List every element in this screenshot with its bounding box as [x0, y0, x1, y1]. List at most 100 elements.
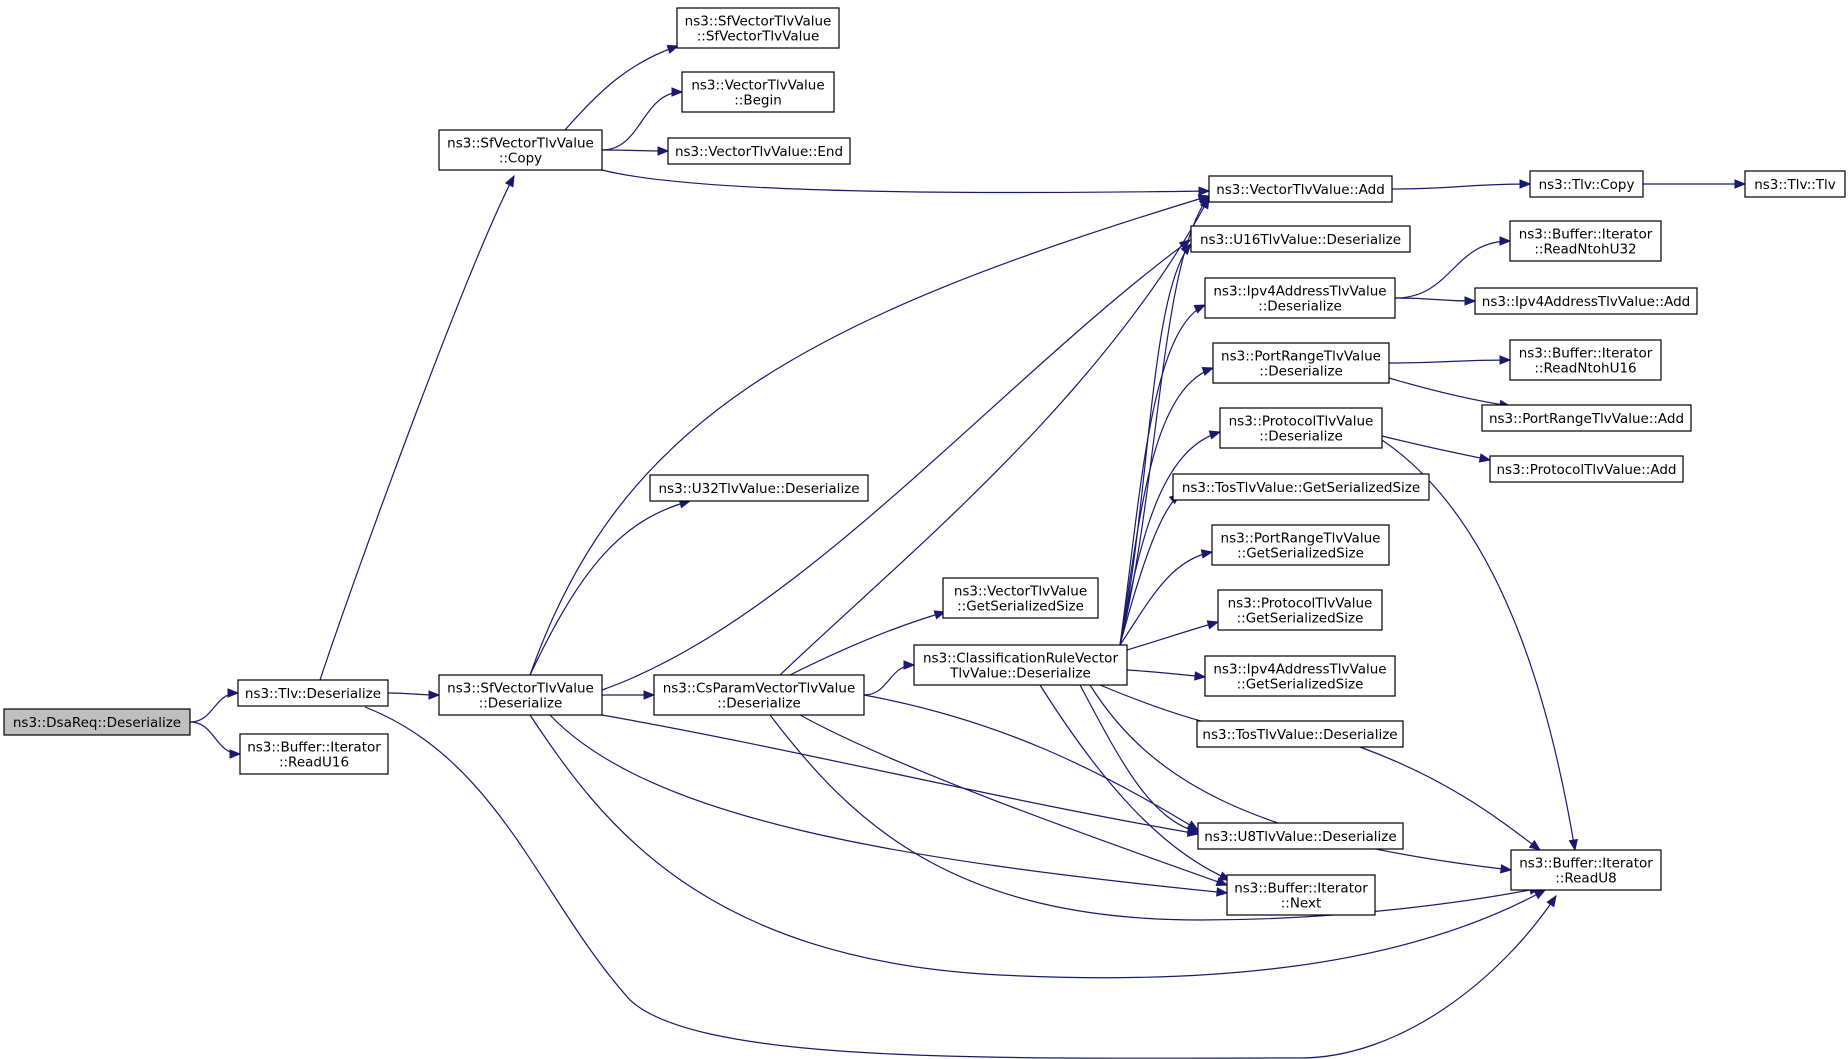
- call-edge-vector_add-to-tlv_copy: [1391, 179, 1532, 190]
- edge-line: [779, 197, 1210, 676]
- edge-line: [564, 45, 679, 131]
- edge-line: [1119, 431, 1221, 646]
- node-label: ::GetSerializedSize: [1237, 677, 1364, 693]
- node-box: [239, 733, 389, 775]
- node-classrule-deserialize[interactable]: ns3::ClassificationRuleVectorTlvValue::D…: [913, 644, 1128, 686]
- node-iter-readu16[interactable]: ns3::Buffer::Iterator::ReadU16: [239, 733, 389, 775]
- node-vector-add[interactable]: ns3::VectorTlvValue::Add: [1208, 175, 1393, 203]
- edge-line: [601, 169, 1210, 194]
- arrowhead-icon: [1194, 671, 1207, 681]
- node-portrange-deserialize[interactable]: ns3::PortRangeTlvValue::Deserialize: [1212, 342, 1390, 384]
- node-box: [1219, 407, 1383, 449]
- node-box: [913, 644, 1128, 686]
- call-edge-dsareq_deserialize-to-iter_readu16: [189, 721, 242, 759]
- arrowhead-icon: [1200, 549, 1214, 559]
- node-label: ::Deserialize: [479, 696, 563, 712]
- node-label: ::GetSerializedSize: [957, 599, 1084, 615]
- node-box: [676, 7, 840, 49]
- node-box: [1204, 655, 1396, 697]
- call-edge-tlv_deserialize-to-sfvector_copy: [319, 174, 515, 681]
- node-tos-deserialize[interactable]: ns3::TosTlvValue::Deserialize: [1196, 720, 1404, 748]
- arrowhead-icon: [1568, 838, 1578, 852]
- node-tlv-deserialize[interactable]: ns3::Tlv::Deserialize: [237, 679, 389, 707]
- node-tlv-copy[interactable]: ns3::Tlv::Copy: [1529, 170, 1644, 198]
- call-edge-classrule_deserialize-to-ipv4_getsize: [1126, 669, 1207, 681]
- arrowhead-icon: [933, 610, 947, 620]
- node-label: ::SfVectorTlvValue: [697, 29, 820, 45]
- node-label: ::Next: [1281, 896, 1322, 912]
- node-tlv-ctor[interactable]: ns3::Tlv::Tlv: [1744, 170, 1846, 198]
- call-edge-sfvector_deserialize-to-csparam_deserialize: [602, 690, 656, 700]
- node-label: TlvValue::Deserialize: [949, 666, 1091, 682]
- node-iter-readntohu32[interactable]: ns3::Buffer::Iterator::ReadNtohU32: [1509, 220, 1662, 262]
- node-u16-deserialize[interactable]: ns3::U16TlvValue::Deserialize: [1190, 225, 1411, 253]
- node-portrange-getsize[interactable]: ns3::PortRangeTlvValue::GetSerializedSiz…: [1211, 524, 1390, 566]
- node-iter-readu8[interactable]: ns3::Buffer::Iterator::ReadU8: [1510, 849, 1662, 891]
- node-label: ns3::TosTlvValue::GetSerializedSize: [1182, 480, 1420, 496]
- node-sfvector-ctor[interactable]: ns3::SfVectorTlvValue::SfVectorTlvValue: [676, 7, 840, 49]
- node-box: [1510, 849, 1662, 891]
- node-ipv4-deserialize[interactable]: ns3::Ipv4AddressTlvValue::Deserialize: [1204, 277, 1396, 319]
- node-label: ns3::Ipv4AddressTlvValue: [1213, 662, 1386, 678]
- edge-line: [1119, 304, 1206, 646]
- node-box: [1489, 455, 1684, 483]
- arrowhead-icon: [671, 87, 684, 97]
- node-protocol-deserialize[interactable]: ns3::ProtocolTlvValue::Deserialize: [1219, 407, 1383, 449]
- edge-line: [1381, 439, 1576, 851]
- call-edge-classrule_deserialize-to-iter_readu8: [1089, 684, 1513, 874]
- node-portrange-add[interactable]: ns3::PortRangeTlvValue::Add: [1481, 404, 1692, 432]
- edge-line: [1391, 183, 1531, 190]
- call-edge-tlv_copy-to-tlv_ctor: [1643, 179, 1747, 189]
- arrowhead-icon: [1201, 366, 1215, 376]
- node-label: ::ReadNtohU32: [1534, 242, 1636, 258]
- call-edge-sfvector_copy-to-vector_end: [601, 146, 670, 156]
- node-label: ::Copy: [499, 151, 542, 167]
- node-box: [1204, 277, 1396, 319]
- call-edge-classrule_deserialize-to-portrange_deserialize: [1119, 366, 1215, 646]
- node-label: ns3::Tlv::Tlv: [1754, 177, 1836, 193]
- edge-line: [1388, 359, 1511, 364]
- call-edge-sfvector_deserialize-to-u32_deserialize: [529, 499, 692, 676]
- call-edge-classrule_deserialize-to-ipv4_deserialize: [1119, 304, 1207, 646]
- node-box: [653, 674, 865, 716]
- call-edge-classrule_deserialize-to-u16_deserialize: [1119, 242, 1192, 646]
- edge-line: [1126, 669, 1206, 678]
- edge-line: [799, 714, 1228, 886]
- node-label: ns3::ClassificationRuleVector: [923, 651, 1118, 667]
- node-label: ns3::VectorTlvValue::End: [675, 144, 843, 160]
- node-label: ns3::PortRangeTlvValue: [1221, 531, 1381, 547]
- node-vector-getsize[interactable]: ns3::VectorTlvValue::GetSerializedSize: [942, 577, 1099, 619]
- node-box: [1208, 175, 1393, 203]
- node-label: ::GetSerializedSize: [1237, 611, 1364, 627]
- arrowhead-icon: [1478, 453, 1492, 463]
- node-label: ns3::CsParamVectorTlvValue: [663, 681, 856, 697]
- node-ipv4-add[interactable]: ns3::Ipv4AddressTlvValue::Add: [1474, 287, 1698, 315]
- edge-line: [863, 694, 1199, 831]
- function-nodes: ns3::DsaReq::Deserialize ns3::Tlv::Deseri…: [3, 7, 1846, 916]
- node-dsareq-deserialize[interactable]: ns3::DsaReq::Deserialize: [3, 708, 191, 736]
- call-edge-sfvector_deserialize-to-vector_add: [529, 194, 1211, 676]
- node-protocol-getsize[interactable]: ns3::ProtocolTlvValue::GetSerializedSize: [1217, 589, 1383, 631]
- edge-line: [1126, 621, 1219, 651]
- edge-line: [769, 714, 1541, 921]
- node-u8-deserialize[interactable]: ns3::U8TlvValue::Deserialize: [1197, 822, 1404, 850]
- node-ipv4-getsize[interactable]: ns3::Ipv4AddressTlvValue::GetSerializedS…: [1204, 655, 1396, 697]
- node-vector-end[interactable]: ns3::VectorTlvValue::End: [667, 137, 851, 165]
- edge-line: [1119, 551, 1213, 646]
- node-sfvector-copy[interactable]: ns3::SfVectorTlvValue::Copy: [438, 129, 603, 171]
- node-csparam-deserialize[interactable]: ns3::CsParamVectorTlvValue::Deserialize: [653, 674, 865, 716]
- node-iter-next[interactable]: ns3::Buffer::Iterator::Next: [1226, 874, 1376, 916]
- node-protocol-add[interactable]: ns3::ProtocolTlvValue::Add: [1489, 455, 1684, 483]
- node-tos-getsize[interactable]: ns3::TosTlvValue::GetSerializedSize: [1172, 473, 1430, 501]
- node-iter-readntohu16[interactable]: ns3::Buffer::Iterator::ReadNtohU16: [1509, 339, 1662, 381]
- arrowhead-icon: [1198, 186, 1211, 196]
- node-label: ns3::VectorTlvValue::Add: [1216, 182, 1385, 198]
- node-u32-deserialize[interactable]: ns3::U32TlvValue::Deserialize: [649, 474, 869, 502]
- node-sfvector-deserialize[interactable]: ns3::SfVectorTlvValue::Deserialize: [438, 674, 603, 716]
- node-label: ns3::VectorTlvValue: [691, 78, 824, 94]
- node-label: ns3::Ipv4AddressTlvValue: [1213, 284, 1386, 300]
- node-label: ns3::SfVectorTlvValue: [447, 681, 594, 697]
- node-label: ns3::Buffer::Iterator: [1519, 346, 1653, 362]
- node-vector-begin[interactable]: ns3::VectorTlvValue::Begin: [681, 71, 835, 113]
